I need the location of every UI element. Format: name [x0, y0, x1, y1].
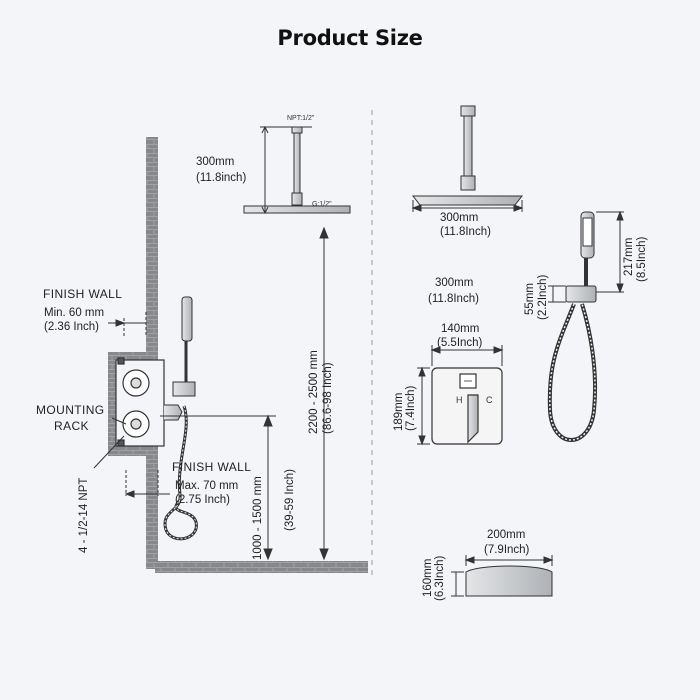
- npt-label: NPT:1/2": [287, 115, 315, 122]
- plate-top-mm: 300mm: [435, 277, 474, 289]
- arm-length-mm: 300mm: [196, 156, 235, 168]
- mounting-rack-label-1: MOUNTING: [36, 403, 105, 417]
- min-depth-inch: (2.36 Inch): [44, 321, 99, 333]
- page-title: Product Size: [277, 26, 423, 50]
- head-height-inch: (86.6-98 Inch): [322, 362, 334, 434]
- hand-shower-dims: [548, 210, 624, 303]
- hand-height-inch: (8.5Inch): [636, 236, 648, 282]
- box-width-inch: (7.9Inch): [484, 544, 530, 556]
- leader-lines: [93, 417, 127, 469]
- max-depth-inch: (2.75 Inch): [175, 494, 230, 506]
- ceiling-arm-left: [243, 125, 351, 215]
- hand-shower-side: [163, 296, 198, 541]
- wall-offset-dims: [108, 312, 170, 498]
- max-depth-mm: Max. 70 mm: [175, 480, 239, 492]
- min-depth-mm: Min. 60 mm: [44, 307, 105, 319]
- bracket-mm: 55mm: [524, 283, 536, 315]
- bracket-inch: (2.2Inch): [537, 274, 549, 320]
- plate-width-inch: (5.5Inch): [437, 337, 483, 349]
- valve-height-mm: 1000 - 1500 mm: [252, 476, 264, 560]
- shower-head-front: [411, 105, 524, 206]
- box-width-mm: 200mm: [487, 529, 526, 541]
- head-width-dim: [411, 200, 524, 212]
- plate-width-mm: 140mm: [441, 323, 480, 335]
- plate-hot-key: H: [456, 395, 463, 405]
- finish-wall-top-label: FINISH WALL: [43, 287, 123, 301]
- hand-shower-front: [547, 211, 598, 442]
- head-width-inch: (11.8Inch): [440, 226, 491, 238]
- arm-length-inch: (11.8inch): [196, 172, 247, 184]
- valve-plate: [431, 367, 503, 445]
- height-dimension-valve: [160, 414, 276, 561]
- mounting-rack-label-2: RACK: [54, 419, 89, 433]
- hand-height-mm: 217mm: [623, 237, 635, 276]
- plate-dims: [417, 345, 504, 446]
- g-thread-label: G:1/2": [312, 201, 332, 208]
- plate-height-inch: (7.4Inch): [405, 385, 417, 431]
- box-height-inch: (6.3Inch): [434, 555, 446, 601]
- valve-body: [115, 357, 165, 447]
- head-width-mm: 300mm: [440, 212, 479, 224]
- plate-cold-key: C: [486, 395, 493, 405]
- npt-thread-label: 4 - 1/2-14 NPT: [78, 477, 90, 553]
- valve-height-inch: (39-59 Inch): [284, 468, 296, 531]
- plate-top-inch: (11.8Inch): [428, 293, 479, 305]
- finish-wall-bottom-label: FINISH WALL: [172, 460, 252, 474]
- rough-in-box: [451, 555, 554, 597]
- height-dimension-head: [319, 226, 329, 561]
- head-height-mm: 2200 - 2500 mm: [308, 350, 320, 434]
